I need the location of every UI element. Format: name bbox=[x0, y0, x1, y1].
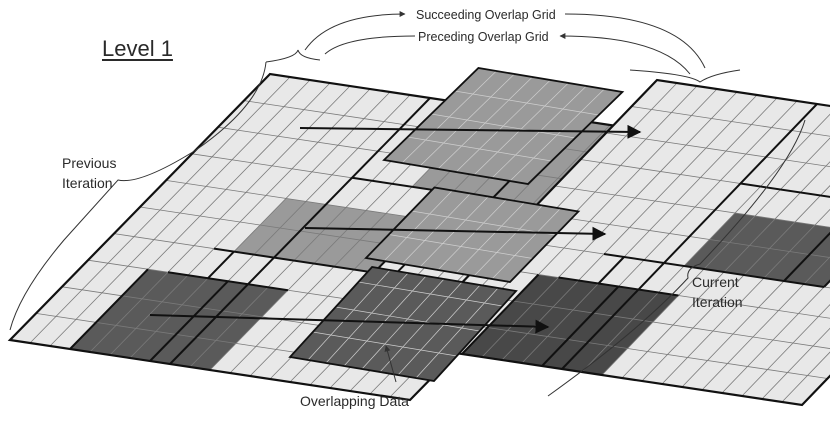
succeeding-overlap-grid-label: Succeeding Overlap Grid bbox=[416, 8, 556, 22]
succeeding-curve-right bbox=[565, 14, 705, 68]
left-top-brace bbox=[266, 50, 320, 62]
previous-label-line1: Previous bbox=[62, 153, 116, 173]
previous-label-line2: Iteration bbox=[62, 173, 116, 193]
level-title: Level 1 bbox=[102, 36, 173, 62]
preceding-curve-left bbox=[325, 36, 415, 54]
current-label-line2: Iteration bbox=[692, 292, 743, 312]
current-iteration-label: Current Iteration bbox=[692, 272, 743, 312]
previous-iteration-label: Previous Iteration bbox=[62, 153, 116, 193]
preceding-curve-right bbox=[560, 36, 690, 74]
current-label-line1: Current bbox=[692, 272, 743, 292]
overlapping-data-label: Overlapping Data bbox=[300, 391, 409, 411]
right-top-brace bbox=[630, 70, 740, 82]
preceding-overlap-grid-label: Preceding Overlap Grid bbox=[418, 30, 549, 44]
succeeding-curve-left bbox=[305, 14, 405, 50]
